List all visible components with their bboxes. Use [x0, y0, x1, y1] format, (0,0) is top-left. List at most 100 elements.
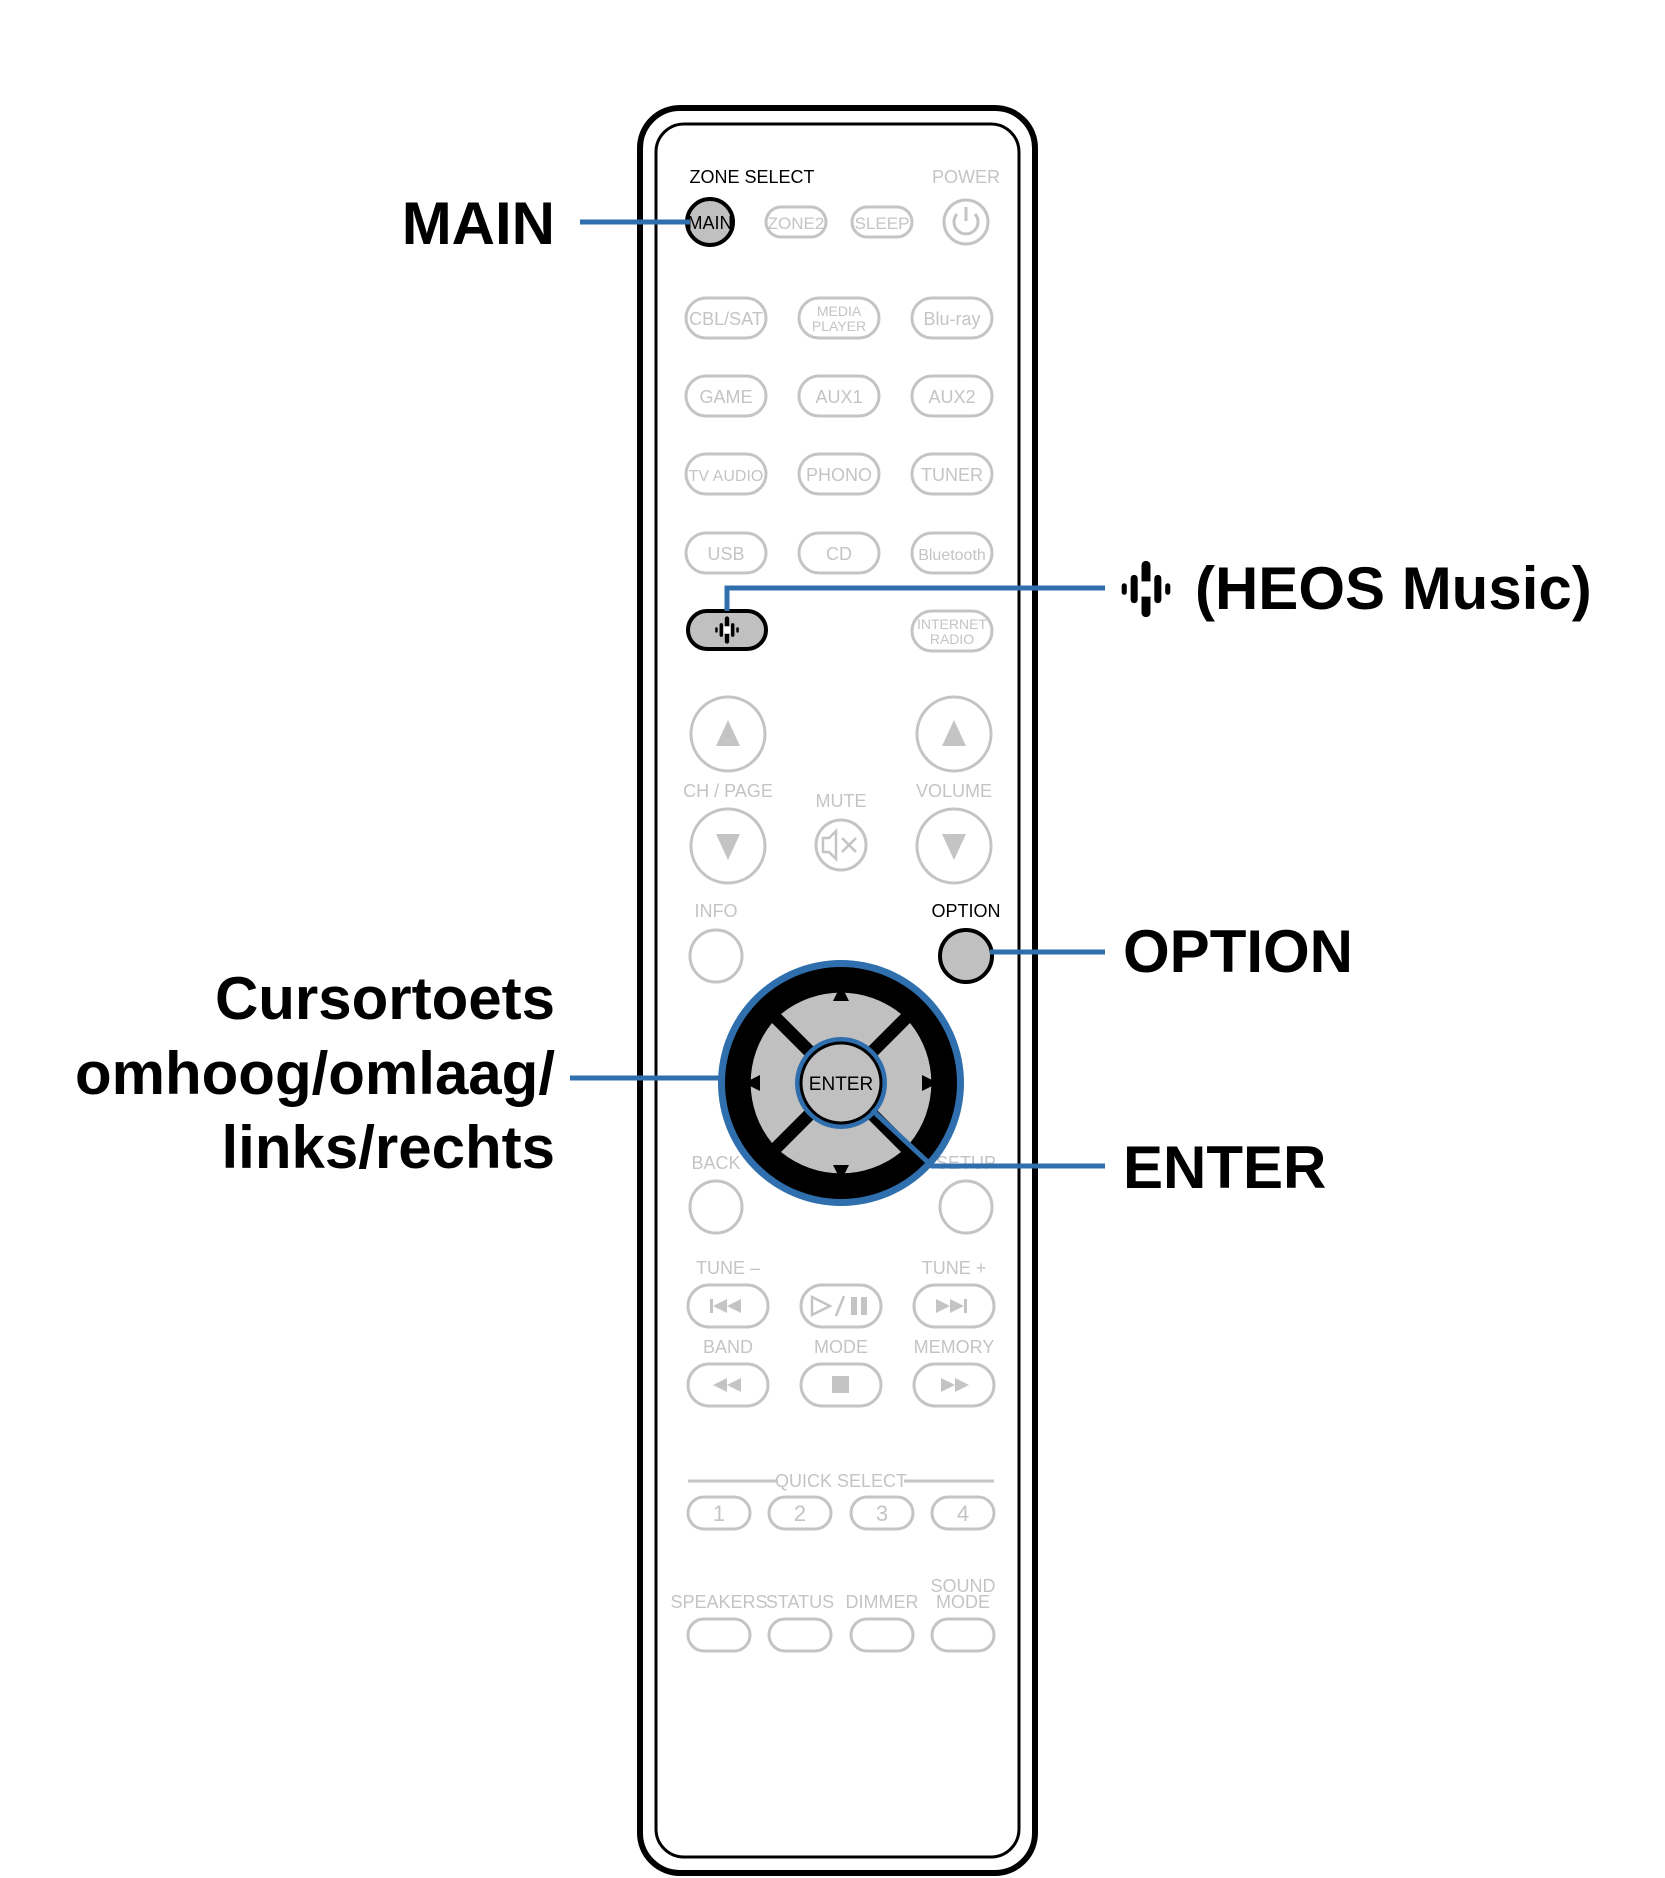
dimmer-button[interactable] — [849, 1617, 915, 1653]
tuner-button[interactable]: TUNER — [910, 452, 994, 496]
tv-audio-label: TV AUDIO — [689, 468, 764, 485]
ch-page-label: CH / PAGE — [683, 781, 773, 801]
dimmer-label: DIMMER — [846, 1592, 919, 1612]
aux2-label: AUX2 — [928, 387, 975, 407]
info-button[interactable] — [688, 928, 744, 984]
ch-page-down-button[interactable] — [689, 807, 767, 885]
fast-forward-icon — [941, 1378, 969, 1392]
mode-label: MODE — [814, 1337, 868, 1357]
quick-select-4-button[interactable]: 4 — [930, 1495, 996, 1531]
quick-select-3-label: 3 — [876, 1501, 888, 1526]
up-arrow-icon — [716, 720, 740, 746]
phono-button[interactable]: PHONO — [797, 452, 881, 496]
zone2-button[interactable]: ZONE2 — [764, 205, 828, 239]
enter-button[interactable] — [799, 1041, 883, 1125]
setup-button[interactable] — [938, 1179, 994, 1235]
media-label: MEDIA — [817, 303, 862, 319]
power-icon — [952, 207, 980, 236]
sound-mode-label: MODE — [936, 1592, 990, 1612]
play-pause-button[interactable] — [799, 1283, 883, 1329]
cursor-callout-line2: omhoog/omlaag/ — [75, 1040, 555, 1107]
cursor-left-button[interactable] — [750, 1023, 813, 1143]
sleep-button[interactable]: SLEEP — [850, 205, 914, 239]
internet-radio-button[interactable]: INTERNET RADIO — [910, 609, 994, 653]
band-label: BAND — [703, 1337, 753, 1357]
player-label: PLAYER — [812, 318, 866, 334]
speakers-label: SPEAKERS — [670, 1592, 767, 1612]
enter-button-label: ENTER — [809, 1074, 873, 1095]
speakers-button[interactable] — [686, 1617, 752, 1653]
down-arrow-icon — [716, 834, 740, 860]
ch-page-up-button[interactable] — [689, 695, 767, 773]
rewind-button[interactable] — [686, 1362, 770, 1408]
heos-callout: (HEOS Music) — [1195, 555, 1592, 622]
heos-callout-line — [724, 585, 1105, 611]
phono-label: PHONO — [806, 465, 872, 485]
power-label: POWER — [932, 167, 1000, 187]
option-button[interactable] — [938, 928, 994, 984]
cbl-sat-label: CBL/SAT — [689, 309, 763, 329]
rewind-icon — [713, 1378, 741, 1392]
status-label: STATUS — [766, 1592, 834, 1612]
cursor-down-button[interactable] — [781, 1111, 901, 1174]
sound-mode-button[interactable] — [930, 1617, 996, 1653]
power-button[interactable] — [942, 198, 990, 246]
volume-label: VOLUME — [916, 781, 992, 801]
next-track-button[interactable] — [912, 1283, 996, 1329]
zone2-label: ZONE2 — [768, 214, 825, 233]
down-arrow-icon — [833, 1165, 849, 1181]
sound-label: SOUND — [930, 1576, 995, 1596]
back-button[interactable] — [688, 1179, 744, 1235]
quick-select-3-button[interactable]: 3 — [849, 1495, 915, 1531]
main-callout: MAIN — [402, 190, 555, 257]
back-label: BACK — [691, 1153, 740, 1173]
heos-music-button[interactable] — [686, 609, 768, 651]
heos-icon — [1121, 560, 1171, 618]
cursor-callout-line3: links/rechts — [222, 1114, 556, 1181]
aux1-label: AUX1 — [815, 387, 862, 407]
internet-label: INTERNET — [917, 616, 987, 632]
quick-select-4-label: 4 — [957, 1501, 969, 1526]
bluray-button[interactable]: Blu-ray — [910, 296, 994, 340]
quick-select-label: QUICK SELECT — [775, 1471, 907, 1491]
right-arrow-icon — [922, 1075, 938, 1091]
main-button-label: MAIN — [688, 213, 733, 233]
left-arrow-icon — [744, 1075, 760, 1091]
cd-label: CD — [826, 544, 852, 564]
status-button[interactable] — [767, 1617, 833, 1653]
info-label: INFO — [695, 901, 738, 921]
radio-label: RADIO — [930, 631, 974, 647]
stop-button[interactable] — [799, 1362, 883, 1408]
play-pause-icon — [810, 1294, 867, 1318]
tv-audio-button[interactable]: TV AUDIO — [684, 452, 768, 496]
cbl-sat-button[interactable]: CBL/SAT — [684, 296, 768, 340]
zone-select-label: ZONE SELECT — [689, 167, 814, 187]
cursor-right-button[interactable] — [869, 1023, 932, 1143]
cd-button[interactable]: CD — [797, 531, 881, 575]
mute-button[interactable] — [814, 818, 868, 872]
fast-forward-button[interactable] — [912, 1362, 996, 1408]
media-player-button[interactable]: MEDIA PLAYER — [797, 296, 881, 340]
mute-speaker-icon — [821, 827, 857, 863]
bluetooth-button[interactable]: Bluetooth — [910, 531, 994, 575]
cursor-callout-line1: Cursortoets — [215, 965, 555, 1032]
previous-track-button[interactable] — [686, 1283, 770, 1329]
game-label: GAME — [699, 387, 752, 407]
bluray-label: Blu-ray — [923, 309, 980, 329]
game-button[interactable]: GAME — [684, 374, 768, 418]
usb-button[interactable]: USB — [684, 531, 768, 575]
cursor-up-button[interactable] — [781, 992, 901, 1055]
setup-label: SETUP — [936, 1153, 996, 1173]
volume-down-button[interactable] — [915, 807, 993, 885]
memory-label: MEMORY — [914, 1337, 995, 1357]
volume-up-button[interactable] — [915, 695, 993, 773]
tune-plus-label: TUNE + — [922, 1258, 987, 1278]
bluetooth-label: Bluetooth — [918, 547, 986, 564]
main-button[interactable]: MAIN — [685, 197, 735, 247]
aux1-button[interactable]: AUX1 — [797, 374, 881, 418]
aux2-button[interactable]: AUX2 — [910, 374, 994, 418]
quick-select-2-button[interactable]: 2 — [767, 1495, 833, 1531]
quick-select-1-button[interactable]: 1 — [686, 1495, 752, 1531]
up-arrow-icon — [942, 720, 966, 746]
option-callout: OPTION — [1123, 918, 1353, 985]
